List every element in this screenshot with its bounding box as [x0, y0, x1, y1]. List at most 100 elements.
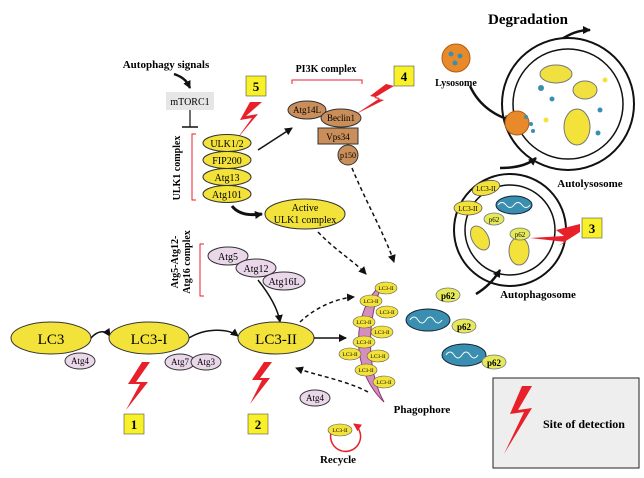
- svg-text:3: 3: [589, 221, 596, 236]
- ulk1-component-1: ULK1/2: [202, 134, 252, 152]
- svg-text:Atg16L: Atg16L: [268, 277, 299, 288]
- svg-text:LC3-II: LC3-II: [458, 205, 478, 213]
- atg5-complex-label-2: Atg16 complex: [182, 230, 193, 294]
- pi3k-complex-label: PI3K complex: [296, 64, 357, 75]
- ulk1-component-3: Atg13: [202, 168, 252, 186]
- svg-text:Atg3: Atg3: [197, 357, 216, 367]
- lightning-4: [356, 84, 394, 114]
- lc3-ii-node: LC3-II: [237, 321, 315, 355]
- pi3k-component-4: p150: [337, 144, 359, 166]
- atg4-enzyme: Atg4: [64, 352, 96, 370]
- ulk1-component-2: FIP200: [202, 151, 252, 169]
- phagophore-p62-3: p62: [481, 354, 507, 370]
- svg-text:Atg13: Atg13: [215, 173, 240, 184]
- svg-text:Atg5: Atg5: [218, 252, 238, 263]
- atg5-to-lc3ii-arrow: [257, 279, 283, 323]
- atg3-enzyme: Atg3: [190, 353, 222, 371]
- svg-text:LC3-II: LC3-II: [378, 286, 393, 292]
- atg5-component-1: Atg5: [207, 246, 249, 266]
- svg-text:Beclin1: Beclin1: [327, 113, 355, 123]
- svg-text:Vps34: Vps34: [326, 132, 350, 142]
- atg5-component-3: Atg16L: [262, 271, 306, 291]
- lc3ii-dashed-arrow: [299, 293, 355, 323]
- legend-lightning-icon: [504, 386, 532, 454]
- signals-arrow: [173, 72, 192, 89]
- svg-text:LC3-II: LC3-II: [476, 185, 496, 193]
- svg-text:Atg101: Atg101: [212, 190, 242, 201]
- ulk1-pi3k-arrow: [257, 127, 293, 151]
- svg-text:FIP200: FIP200: [212, 156, 241, 167]
- pi3k-complex-bracket: [291, 79, 363, 84]
- svg-text:LC3-II: LC3-II: [356, 340, 371, 346]
- svg-text:LC3: LC3: [38, 332, 65, 348]
- lc3-node: LC3: [10, 321, 92, 355]
- ulk1-activation-arrow: [230, 205, 263, 219]
- pi3k-component-1: Atg14L: [287, 100, 327, 120]
- ulk1-complex-label: ULK1 complex: [172, 136, 183, 201]
- svg-text:ULK1 complex: ULK1 complex: [274, 215, 337, 226]
- degradation-title: Degradation: [488, 12, 569, 28]
- mtorc1-label: mTORC1: [170, 97, 209, 108]
- detection-site-3: 3: [581, 217, 603, 239]
- svg-text:LC3-II: LC3-II: [358, 368, 373, 374]
- svg-text:Atg4: Atg4: [71, 356, 90, 366]
- fusing-lysosome: [504, 110, 535, 136]
- svg-text:4: 4: [401, 69, 408, 84]
- svg-text:2: 2: [255, 417, 262, 432]
- svg-text:LC3-II: LC3-II: [376, 380, 391, 386]
- autophagosome-p62-2: p62: [509, 227, 531, 241]
- phagophore-p62-1: p62: [435, 287, 461, 303]
- autophagosome-label: Autophagosome: [500, 289, 576, 301]
- svg-text:p62: p62: [489, 216, 500, 224]
- svg-text:Atg4: Atg4: [306, 393, 325, 403]
- active-ulk1-dashed-arrow: [317, 231, 367, 275]
- mtorc1-box: [166, 92, 214, 110]
- svg-text:p62: p62: [457, 322, 472, 332]
- svg-text:p62: p62: [487, 358, 502, 368]
- autolysosome: [501, 37, 635, 171]
- lc3i-to-lc3ii-arrow: [188, 328, 239, 339]
- detection-site-4: 4: [393, 65, 415, 87]
- atg4-recycle-enzyme: Atg4: [299, 389, 331, 407]
- svg-text:LC3-II: LC3-II: [332, 428, 347, 434]
- autophagosome-to-autolysosome-arrow: [499, 157, 537, 170]
- svg-text:LC3-II: LC3-II: [255, 332, 297, 348]
- svg-text:LC3-II: LC3-II: [356, 320, 371, 326]
- svg-text:p150: p150: [340, 151, 356, 160]
- autophagosome-lc3-tag-2: LC3-II: [453, 200, 483, 216]
- lysosome: [441, 43, 471, 73]
- phagophore-lc3-tags: LC3-II LC3-II LC3-II LC3-II LC3-II LC3-I…: [338, 281, 399, 389]
- phagophore-p62-2: p62: [451, 318, 477, 334]
- lc3-to-lc3i-arrow: [90, 327, 111, 339]
- svg-text:p62: p62: [515, 231, 526, 239]
- svg-text:LC3-II: LC3-II: [363, 299, 378, 305]
- legend-box: Site of detection: [492, 377, 640, 469]
- atg5-complex-label-1: Atg5-Atg12-: [170, 236, 181, 289]
- svg-text:ULK1/2: ULK1/2: [210, 139, 243, 150]
- detection-site-2: 2: [247, 413, 269, 435]
- lc3-i-node: LC3-I: [108, 321, 190, 355]
- svg-text:1: 1: [131, 417, 138, 432]
- svg-text:Atg12: Atg12: [244, 264, 269, 275]
- recycle-loop: LC3-II: [327, 423, 363, 453]
- atg5-complex-bracket: [199, 243, 204, 297]
- lysosome-label: Lysosome: [435, 78, 477, 89]
- svg-text:5: 5: [253, 79, 260, 94]
- ulk1-component-4: Atg101: [202, 185, 252, 203]
- svg-text:LC3-II: LC3-II: [374, 330, 389, 336]
- lightning-3: [530, 224, 580, 246]
- phagophore-cargo: [405, 308, 487, 367]
- phagophore-to-autophagosome-arrow: [475, 269, 502, 296]
- autophagosome-lc3-tag-1: LC3-II: [471, 179, 501, 197]
- svg-text:p62: p62: [441, 291, 456, 301]
- autophagy-signals-label: Autophagy signals: [123, 59, 210, 71]
- atg4-recycle-dashed-arrow: [295, 366, 369, 393]
- ulk1-complex-bracket: [191, 133, 196, 201]
- detection-site-1: 1: [123, 413, 145, 435]
- svg-text:LC3-II: LC3-II: [370, 354, 385, 360]
- pi3k-component-3: Vps34: [317, 127, 359, 145]
- pi3k-component-2: Beclin1: [320, 108, 362, 128]
- svg-text:Atg14L: Atg14L: [293, 105, 321, 115]
